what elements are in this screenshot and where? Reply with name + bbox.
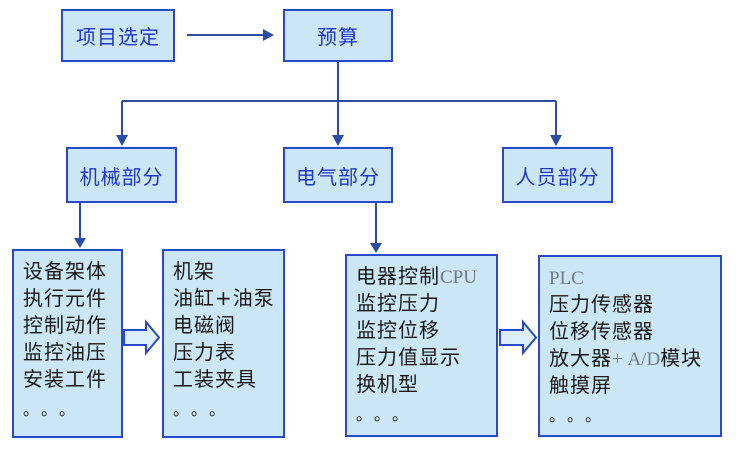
item-text: 安装工件 — [23, 367, 107, 391]
item-text-latin: + A/D — [612, 349, 661, 370]
list-item: 压力传感器 — [549, 291, 716, 318]
list-electrical-parts: PLC 压力传感器 位移传感器 放大器+ A/D模块 触摸屏 。。。 — [538, 255, 722, 437]
list-item: 监控位移 — [356, 317, 492, 344]
item-text: 油缸+油泵 — [173, 286, 275, 310]
node-project-selection-label: 项目选定 — [76, 25, 160, 49]
item-text: 监控压力 — [356, 291, 440, 315]
block-arrow-mech-tasks-to-parts — [123, 319, 161, 356]
list-item: 监控油压 — [23, 339, 117, 366]
item-text-latin: PLC — [549, 268, 584, 289]
item-text: 模块 — [660, 346, 703, 370]
item-text: 工装夹具 — [173, 367, 257, 391]
node-personnel-part: 人员部分 — [502, 147, 613, 203]
list-item-ellipsis: 。。。 — [356, 401, 492, 428]
item-text: 换机型 — [356, 372, 419, 396]
list-item: 设备架体 — [23, 258, 117, 285]
node-personnel-part-label: 人员部分 — [515, 164, 600, 189]
item-text: 放大器 — [549, 346, 612, 370]
arrow-project-to-budget-head — [263, 29, 274, 41]
list-item: 电磁阀 — [173, 312, 279, 339]
item-text: 监控位移 — [356, 318, 440, 342]
item-text: 压力传感器 — [549, 292, 654, 316]
item-text: 压力表 — [173, 340, 236, 364]
arrow-to-electrical-head — [332, 135, 344, 146]
list-item: 压力值显示 — [356, 344, 492, 371]
item-text: 。。。 — [173, 400, 236, 419]
item-text: 机架 — [173, 259, 215, 283]
item-text: 压力值显示 — [356, 345, 461, 369]
list-item: PLC — [549, 264, 716, 291]
list-item: 触摸屏 — [549, 372, 716, 399]
item-text: 触摸屏 — [549, 373, 612, 397]
list-item: 压力表 — [173, 339, 279, 366]
node-electrical-part: 电气部分 — [283, 147, 393, 203]
list-item: 安装工件 — [23, 366, 117, 393]
arrow-to-personnel-head — [550, 135, 562, 146]
node-project-selection: 项目选定 — [61, 9, 175, 62]
list-item: 电器控制CPU — [356, 263, 492, 290]
arrow-electrical-to-list-head — [370, 243, 382, 253]
item-text: 电磁阀 — [173, 313, 236, 337]
item-text: 设备架体 — [23, 259, 107, 283]
item-text: 监控油压 — [23, 340, 107, 364]
item-text: 执行元件 — [23, 286, 107, 310]
node-mechanical-part-label: 机械部分 — [79, 164, 164, 189]
list-item-ellipsis: 。。。 — [173, 396, 279, 423]
node-electrical-part-label: 电气部分 — [296, 164, 380, 189]
list-mechanical-parts: 机架 油缸+油泵 电磁阀 压力表 工装夹具 。。。 — [162, 249, 285, 438]
item-text-latin: CPU — [440, 267, 477, 288]
item-text: 电器控制 — [356, 264, 440, 288]
item-text: 位移传感器 — [549, 319, 654, 343]
item-text: 控制动作 — [23, 313, 107, 337]
list-item-ellipsis: 。。。 — [549, 402, 716, 429]
list-item: 工装夹具 — [173, 366, 279, 393]
list-item: 换机型 — [356, 371, 492, 398]
item-text: 。。。 — [23, 400, 86, 419]
node-mechanical-part: 机械部分 — [66, 147, 177, 203]
list-item: 位移传感器 — [549, 318, 716, 345]
budget-branch-lines — [121, 62, 557, 136]
list-item: 放大器+ A/D模块 — [549, 345, 716, 372]
node-budget-label: 预算 — [317, 25, 359, 49]
list-item: 机架 — [173, 258, 279, 285]
list-item: 油缸+油泵 — [173, 285, 279, 312]
item-text: 。。。 — [549, 406, 612, 425]
item-text: 。。。 — [356, 405, 419, 424]
node-budget: 预算 — [283, 9, 393, 62]
list-item: 监控压力 — [356, 290, 492, 317]
list-mechanical-tasks: 设备架体 执行元件 控制动作 监控油压 安装工件 。。。 — [12, 249, 123, 438]
list-item: 执行元件 — [23, 285, 117, 312]
block-arrow-elec-tasks-to-parts — [499, 319, 538, 356]
list-electrical-tasks: 电器控制CPU 监控压力 监控位移 压力值显示 换机型 。。。 — [345, 254, 498, 437]
list-item: 控制动作 — [23, 312, 117, 339]
arrow-mechanical-to-list-head — [74, 238, 86, 248]
list-item-ellipsis: 。。。 — [23, 396, 117, 423]
arrow-to-mechanical-head — [116, 135, 128, 146]
